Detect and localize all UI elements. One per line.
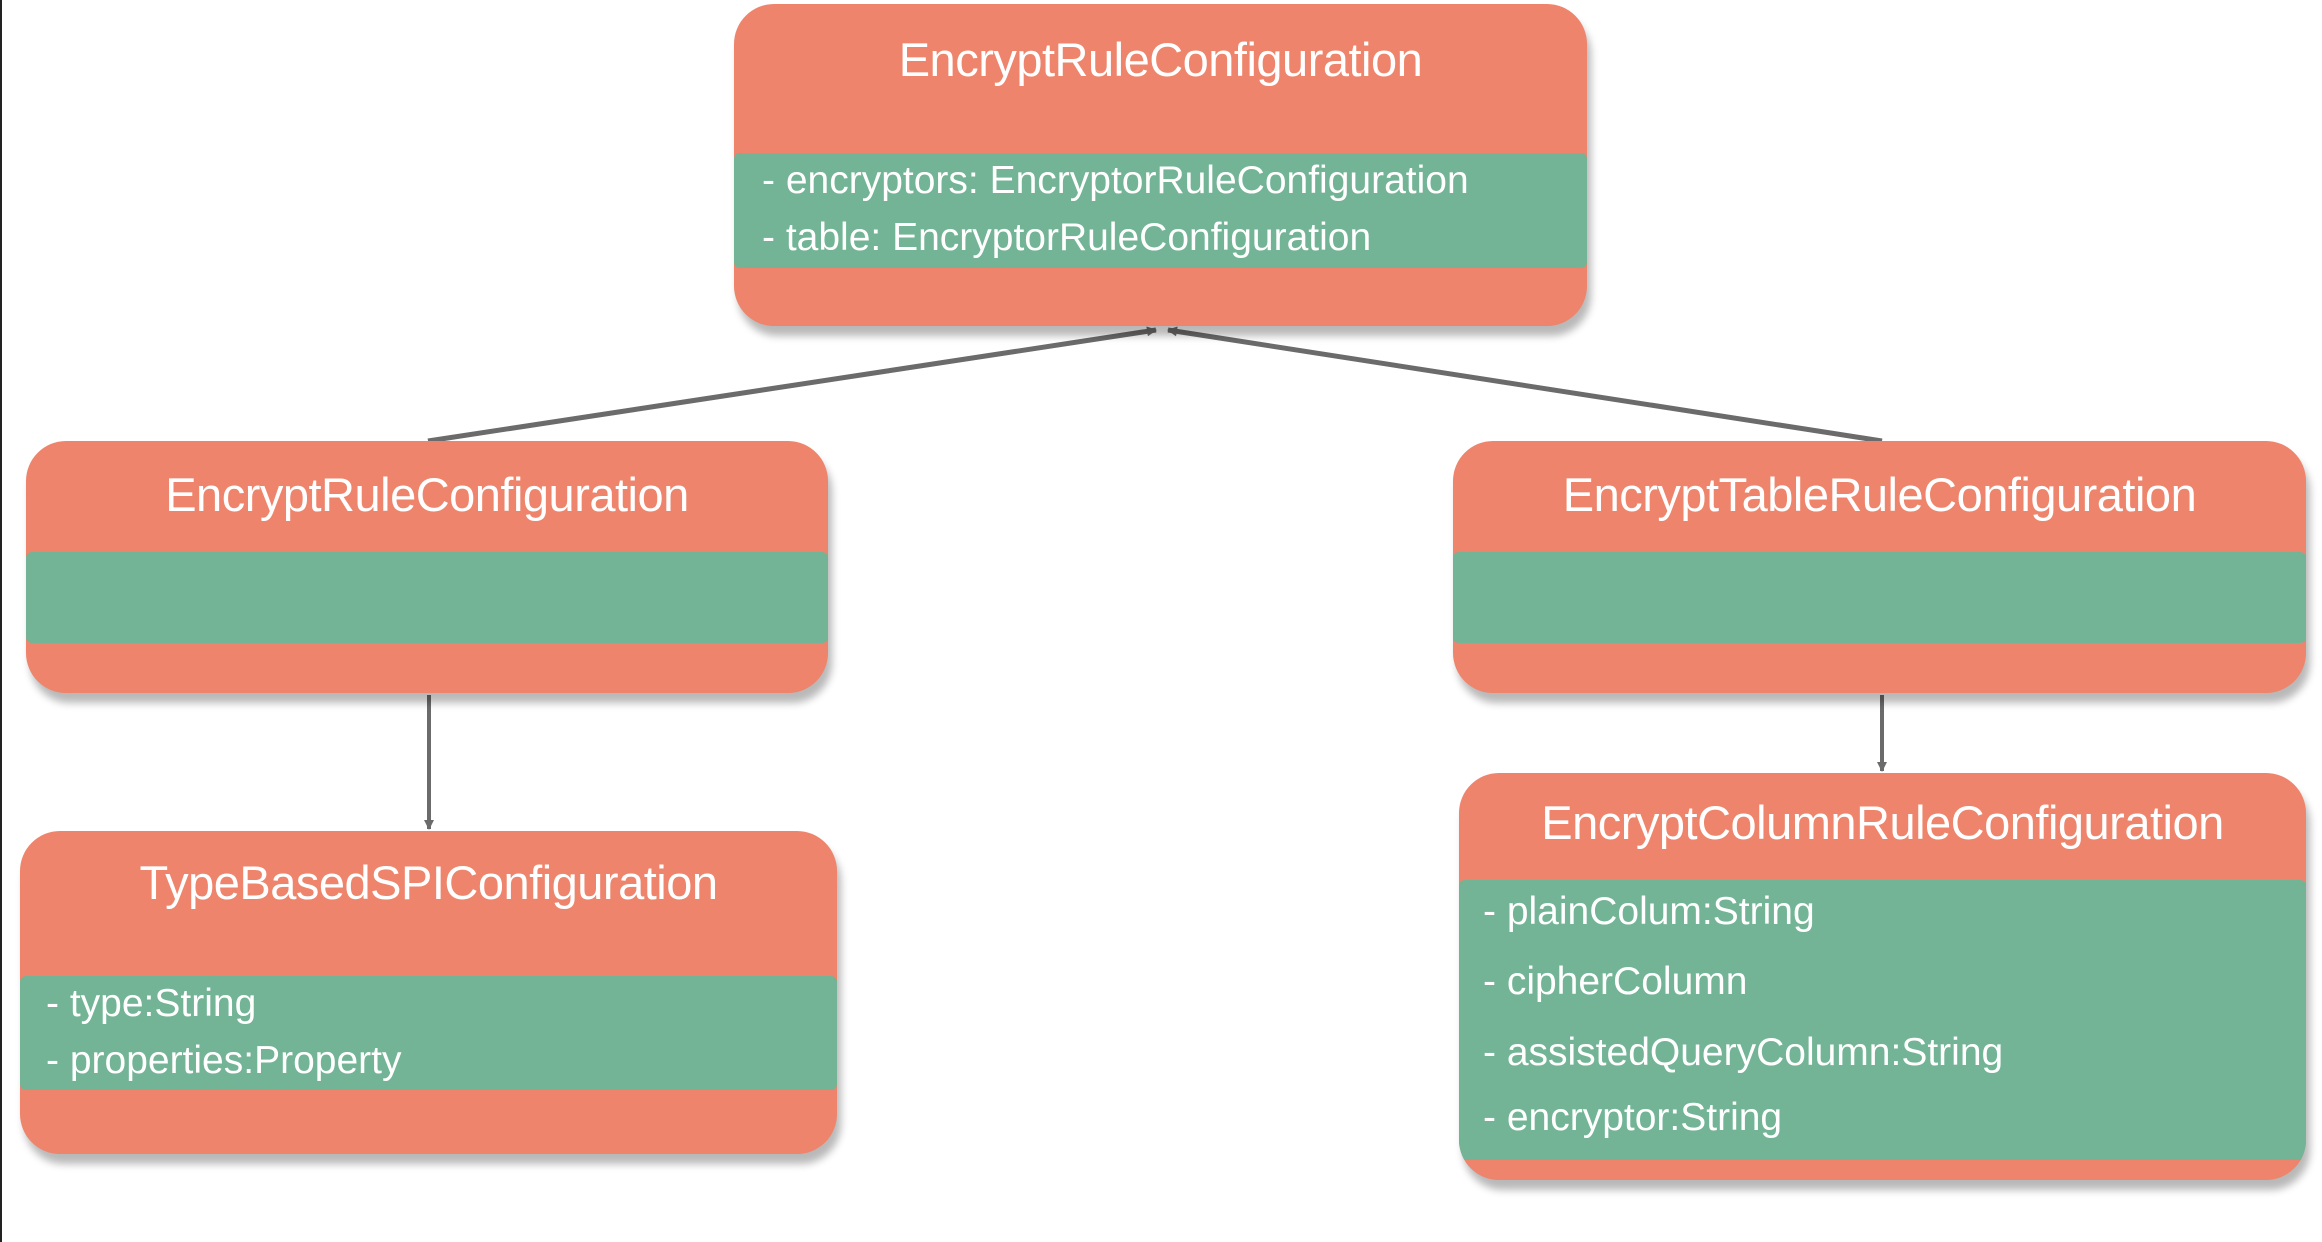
class-field: - properties:Property bbox=[46, 1039, 402, 1082]
edge-left-to-root bbox=[427, 326, 1157, 444]
class-field: - cipherColumn bbox=[1483, 960, 1748, 1003]
class-field: - encryptors: EncryptorRuleConfiguration bbox=[762, 159, 1469, 202]
class-title: TypeBasedSPIConfiguration bbox=[139, 856, 718, 909]
class-fields bbox=[1453, 552, 2306, 643]
class-field: - plainColum:String bbox=[1483, 890, 1815, 933]
class-node-right-child[interactable]: EncryptColumnRuleConfiguration - plainCo… bbox=[1459, 773, 2306, 1180]
class-fields bbox=[26, 552, 828, 643]
class-fields: - type:String - properties:Property bbox=[20, 976, 837, 1090]
class-node-right[interactable]: EncryptTableRuleConfiguration bbox=[1453, 441, 2306, 693]
class-field: - table: EncryptorRuleConfiguration bbox=[762, 216, 1372, 259]
class-node-left-child[interactable]: TypeBasedSPIConfiguration - type:String … bbox=[20, 831, 837, 1154]
edge-right-to-root bbox=[1167, 326, 1883, 444]
class-fields: - plainColum:String - cipherColumn - ass… bbox=[1459, 880, 2306, 1160]
class-node-left[interactable]: EncryptRuleConfiguration bbox=[26, 441, 828, 693]
class-title: EncryptTableRuleConfiguration bbox=[1562, 468, 2197, 521]
class-title: EncryptRuleConfiguration bbox=[165, 468, 689, 521]
class-fields: - encryptors: EncryptorRuleConfiguration… bbox=[734, 153, 1587, 268]
class-field: - assistedQueryColumn:String bbox=[1483, 1031, 2004, 1074]
class-node-root[interactable]: EncryptRuleConfiguration - encryptors: E… bbox=[734, 4, 1587, 326]
class-title: EncryptRuleConfiguration bbox=[898, 33, 1423, 86]
class-field: - encryptor:String bbox=[1483, 1096, 1783, 1139]
class-title: EncryptColumnRuleConfiguration bbox=[1541, 796, 2224, 849]
class-field: - type:String bbox=[46, 982, 257, 1025]
